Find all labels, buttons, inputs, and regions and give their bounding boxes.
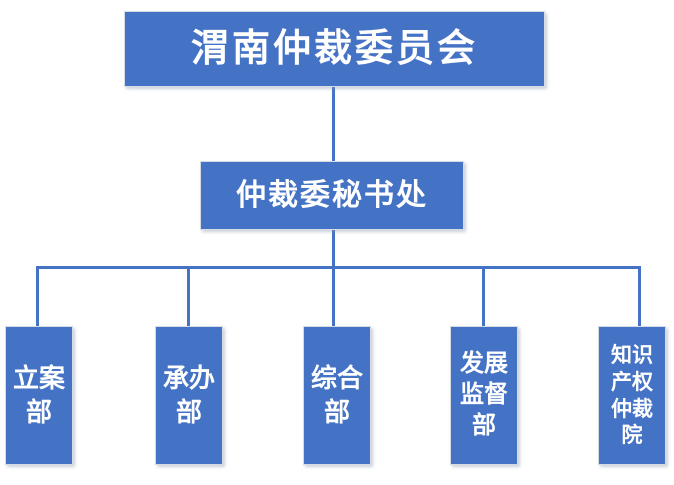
org-node-dept-zhi-shi-chan-quan[interactable]: 知识产权仲裁院 (598, 326, 666, 465)
org-node-dept-zong-he[interactable]: 综合部 (303, 326, 371, 465)
connector-bus-to-dept-0 (36, 266, 39, 326)
org-node-dept-3-label: 发展监督部 (460, 351, 508, 439)
connector-horizontal-bus (37, 266, 641, 269)
org-node-root-label: 渭南仲裁委员会 (190, 27, 478, 70)
org-node-secretariat[interactable]: 仲裁委秘书处 (200, 161, 464, 230)
connector-bus-to-dept-2 (332, 266, 335, 326)
connector-secretariat-stem (332, 230, 335, 268)
connector-root-to-secretariat (332, 87, 335, 161)
org-node-dept-2-label: 综合部 (310, 364, 363, 427)
connector-bus-to-dept-1 (187, 266, 190, 326)
org-node-dept-0-label: 立案部 (12, 364, 65, 427)
org-node-secretariat-label: 仲裁委秘书处 (236, 178, 428, 212)
org-node-dept-cheng-ban[interactable]: 承办部 (155, 326, 223, 465)
org-node-dept-1-label: 承办部 (162, 364, 215, 427)
connector-bus-to-dept-3 (482, 266, 485, 326)
org-node-root[interactable]: 渭南仲裁委员会 (124, 11, 545, 87)
org-node-dept-fa-zhan-jian-du[interactable]: 发展监督部 (450, 326, 518, 465)
org-node-dept-li-an[interactable]: 立案部 (5, 326, 73, 465)
connector-bus-to-dept-4 (638, 266, 641, 326)
org-node-dept-4-label: 知识产权仲裁院 (611, 342, 653, 448)
